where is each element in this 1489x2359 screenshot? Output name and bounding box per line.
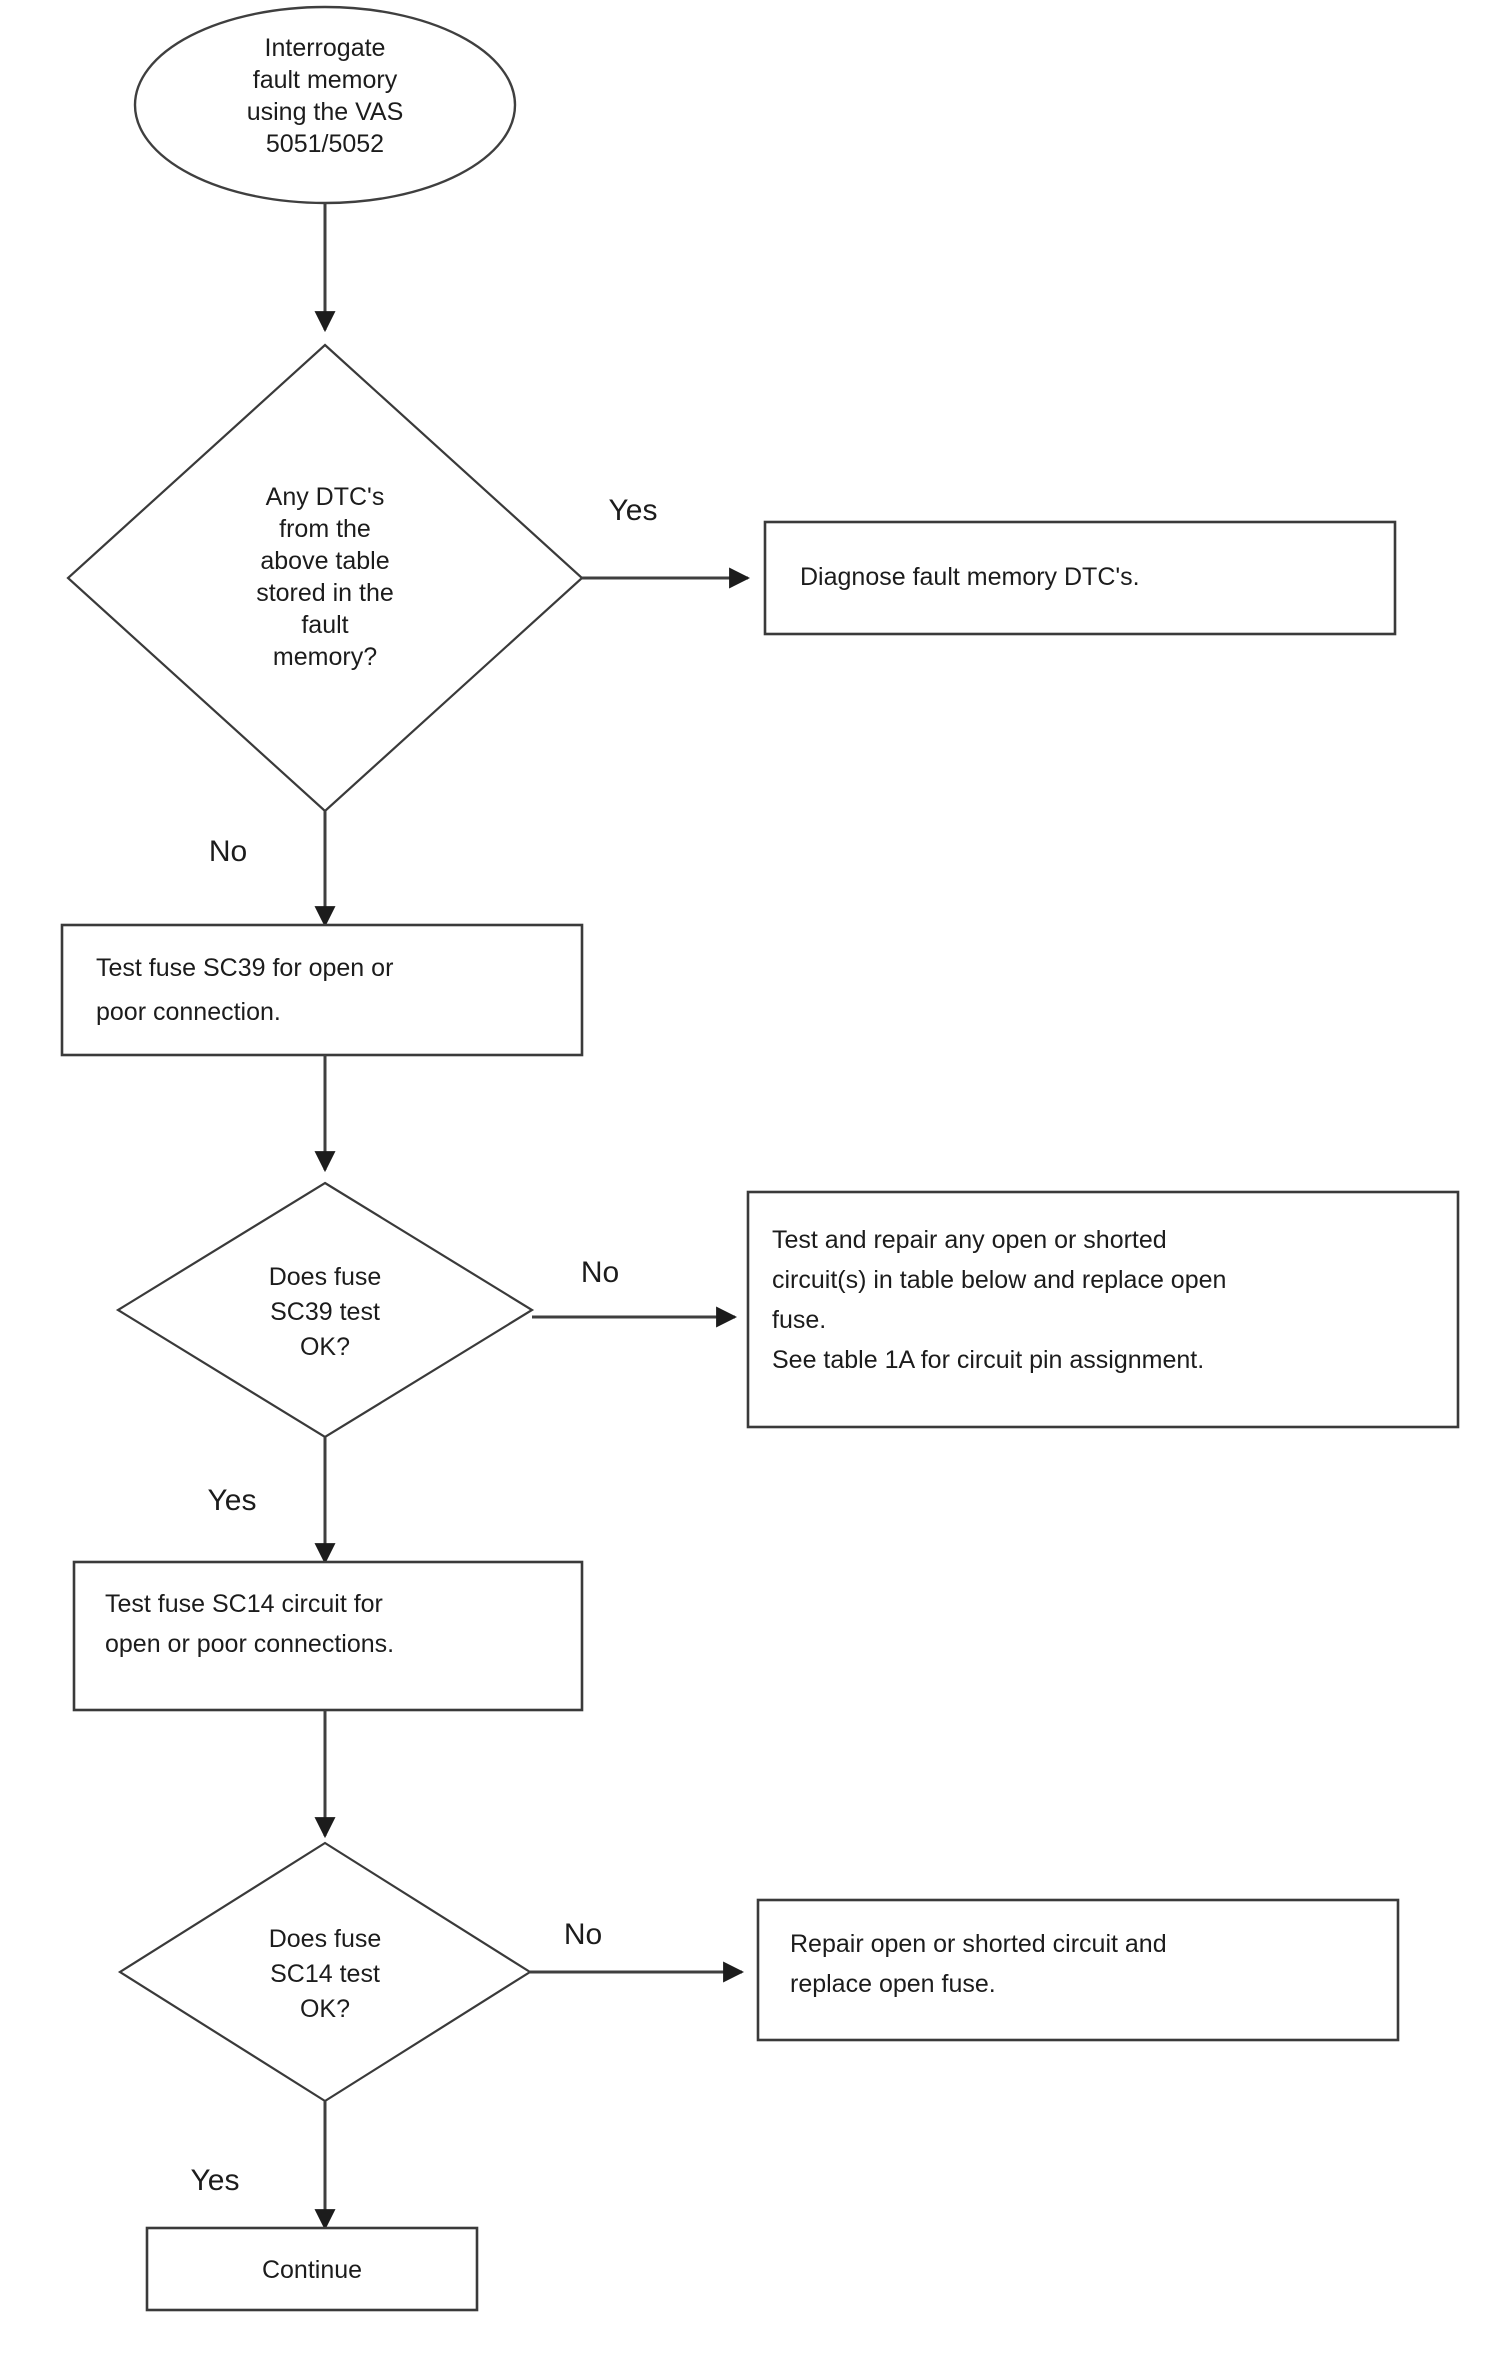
branch-label-dtc-yes: Yes (609, 494, 658, 527)
test-sc14-line-2: open or poor connections. (105, 1630, 394, 1658)
repair-sc39-box-shape (746, 1190, 1460, 1429)
continue-label: Continue (262, 2256, 362, 2284)
node-start[interactable]: Interrogate fault memory using the VAS 5… (133, 5, 517, 205)
repair-sc14-box-shape (756, 1898, 1400, 2042)
node-continue[interactable]: Continue (145, 2226, 479, 2312)
decision-sc39-line-1: Does fuse (269, 1263, 382, 1291)
test-sc39-line-2: poor connection. (96, 998, 281, 1026)
test-sc39-line-1: Test fuse SC39 for open or (96, 954, 393, 982)
start-line-4: 5051/5052 (266, 130, 384, 158)
node-repair-sc39[interactable]: Test and repair any open or shorted circ… (746, 1190, 1460, 1429)
node-diagnose-dtc[interactable]: Diagnose fault memory DTC's. (763, 520, 1397, 636)
branch-label-sc39-no: No (581, 1256, 619, 1289)
decision-sc39-line-3: OK? (300, 1333, 350, 1361)
decision-sc39-line-2: SC39 test (270, 1298, 380, 1326)
repair-sc14-line-1: Repair open or shorted circuit and (790, 1930, 1167, 1958)
repair-sc39-line-3: fuse. (772, 1306, 826, 1334)
test-sc14-box-shape (72, 1560, 584, 1712)
start-line-2: fault memory (253, 66, 398, 94)
repair-sc39-line-4: See table 1A for circuit pin assignment. (772, 1346, 1204, 1374)
start-line-1: Interrogate (265, 34, 386, 62)
node-repair-sc14[interactable]: Repair open or shorted circuit and repla… (756, 1898, 1400, 2042)
test-sc14-line-1: Test fuse SC14 circuit for (105, 1590, 383, 1618)
branch-label-sc39-yes: Yes (208, 1484, 257, 1517)
decision-sc14-line-3: OK? (300, 1995, 350, 2023)
branch-label-dtc-no: No (209, 835, 247, 868)
decision-dtc-diamond-shape (66, 343, 584, 813)
branch-label-sc14-no: No (564, 1918, 602, 1951)
decision-sc14-line-1: Does fuse (269, 1925, 382, 1953)
decision-dtc-line-3: above table (260, 547, 389, 575)
decision-dtc-line-6: memory? (273, 643, 377, 671)
node-decision-sc39[interactable]: Does fuse SC39 test OK? (115, 1181, 535, 1439)
continue-box-shape (145, 2226, 479, 2312)
decision-dtc-line-5: fault (301, 611, 348, 639)
node-decision-sc14[interactable]: Does fuse SC14 test OK? (117, 1841, 533, 2103)
repair-sc39-line-2: circuit(s) in table below and replace op… (772, 1266, 1226, 1294)
branch-label-sc14-yes: Yes (191, 2164, 240, 2197)
repair-sc39-line-1: Test and repair any open or shorted (772, 1226, 1167, 1254)
decision-dtc-line-4: stored in the (256, 579, 394, 607)
start-line-3: using the VAS (247, 98, 404, 126)
node-decision-dtc[interactable]: Any DTC's from the above table stored in… (66, 343, 584, 813)
test-sc39-box-shape (60, 923, 584, 1057)
decision-dtc-line-2: from the (279, 515, 371, 543)
diagnose-dtc-line-1: Diagnose fault memory DTC's. (800, 563, 1140, 591)
diagnose-dtc-box-shape (763, 520, 1397, 636)
decision-dtc-line-1: Any DTC's (266, 483, 385, 511)
node-test-sc39[interactable]: Test fuse SC39 for open or poor connecti… (60, 923, 584, 1057)
repair-sc14-line-2: replace open fuse. (790, 1970, 996, 1998)
node-test-sc14[interactable]: Test fuse SC14 circuit for open or poor … (72, 1560, 584, 1712)
decision-sc14-line-2: SC14 test (270, 1960, 380, 1988)
